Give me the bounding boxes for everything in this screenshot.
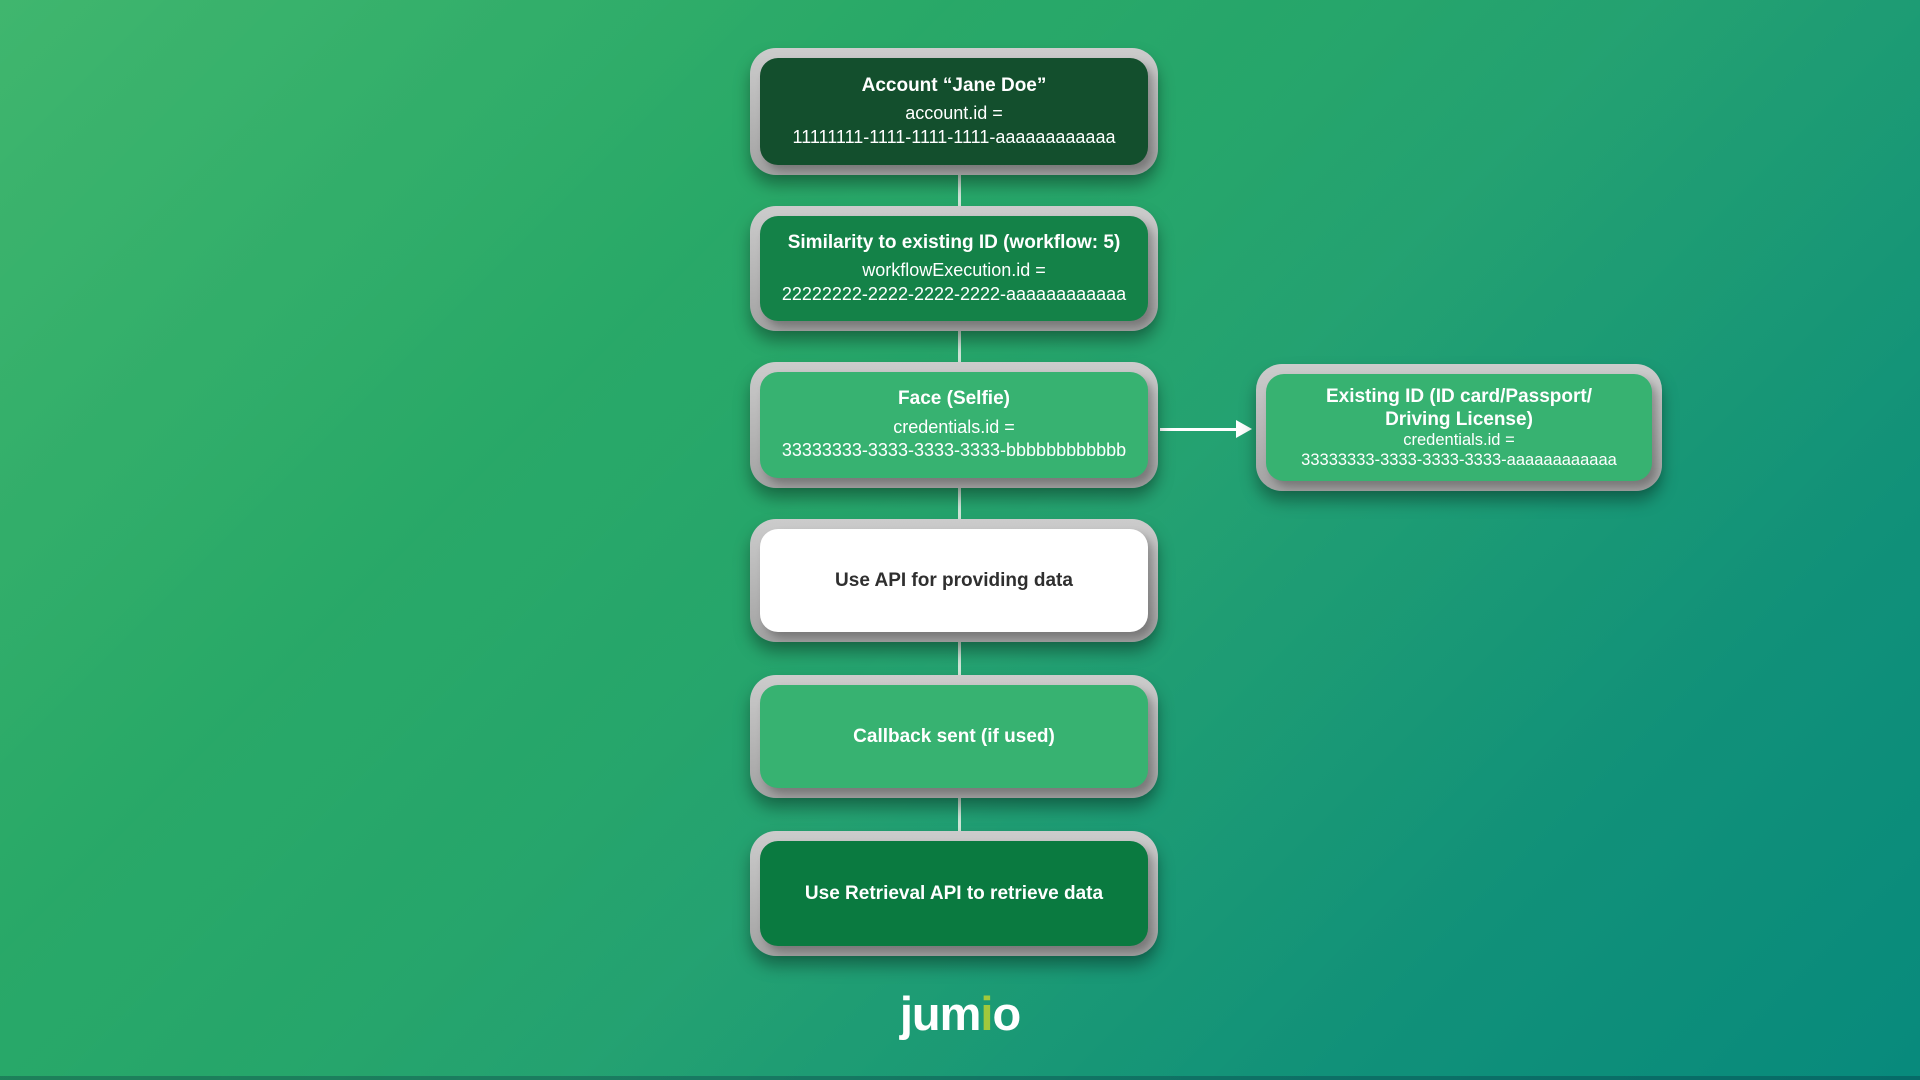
flow-node-use-api-body: Use API for providing data bbox=[760, 529, 1148, 632]
node-title: Use Retrieval API to retrieve data bbox=[804, 882, 1104, 904]
flow-node-existing-id-body: Existing ID (ID card/Passport/ Driving L… bbox=[1266, 374, 1652, 481]
node-id-value: 22222222-2222-2222-2222-aaaaaaaaaaaa bbox=[781, 283, 1127, 304]
logo-prefix: jum bbox=[899, 987, 982, 1040]
flow-node-similarity-body: Similarity to existing ID (workflow: 5) … bbox=[760, 216, 1148, 321]
logo-suffix: o bbox=[992, 987, 1021, 1040]
flow-node-face-selfie-body: Face (Selfie) credentials.id = 33333333-… bbox=[760, 372, 1148, 478]
arrowhead-icon bbox=[1236, 420, 1252, 438]
arrow-to-existing-id bbox=[1160, 428, 1240, 431]
node-id-value: 33333333-3333-3333-3333-bbbbbbbbbbbb bbox=[781, 440, 1127, 461]
node-title: Account “Jane Doe” bbox=[861, 74, 1047, 96]
node-title: Callback sent (if used) bbox=[853, 725, 1055, 747]
flow-node-callback-body: Callback sent (if used) bbox=[760, 685, 1148, 788]
node-title: Face (Selfie) bbox=[898, 388, 1010, 410]
flow-node-retrieval-body: Use Retrieval API to retrieve data bbox=[760, 841, 1148, 946]
jumio-logo: jumio bbox=[899, 986, 1021, 1041]
node-subtitle-line: credentials.id = bbox=[1403, 431, 1515, 450]
node-title: Use API for providing data bbox=[835, 569, 1073, 591]
node-title-line: Existing ID (ID card/Passport/ bbox=[1325, 385, 1593, 407]
flow-node-use-api: Use API for providing data bbox=[750, 519, 1158, 642]
flow-node-similarity: Similarity to existing ID (workflow: 5) … bbox=[750, 206, 1158, 331]
flow-connector-line bbox=[958, 100, 961, 900]
node-id-value: 11111111-1111-1111-1111-aaaaaaaaaaaa bbox=[792, 126, 1116, 147]
node-id-value: 33333333-3333-3333-3333-aaaaaaaaaaaa bbox=[1301, 450, 1617, 469]
node-subtitle-line: account.id = bbox=[905, 103, 1003, 124]
flow-node-callback: Callback sent (if used) bbox=[750, 675, 1158, 798]
node-title: Similarity to existing ID (workflow: 5) bbox=[787, 231, 1121, 253]
bottom-edge-strip bbox=[0, 1076, 1920, 1080]
flow-node-existing-id: Existing ID (ID card/Passport/ Driving L… bbox=[1256, 364, 1662, 491]
node-subtitle-line: credentials.id = bbox=[893, 416, 1015, 437]
flow-node-retrieval: Use Retrieval API to retrieve data bbox=[750, 831, 1158, 956]
flow-node-account-body: Account “Jane Doe” account.id = 11111111… bbox=[760, 58, 1148, 165]
flow-node-face-selfie: Face (Selfie) credentials.id = 33333333-… bbox=[750, 362, 1158, 488]
flow-node-account: Account “Jane Doe” account.id = 11111111… bbox=[750, 48, 1158, 175]
node-subtitle-line: workflowExecution.id = bbox=[862, 260, 1046, 281]
logo-accent-letter: i bbox=[980, 987, 993, 1040]
node-title-line: Driving License) bbox=[1385, 409, 1533, 431]
